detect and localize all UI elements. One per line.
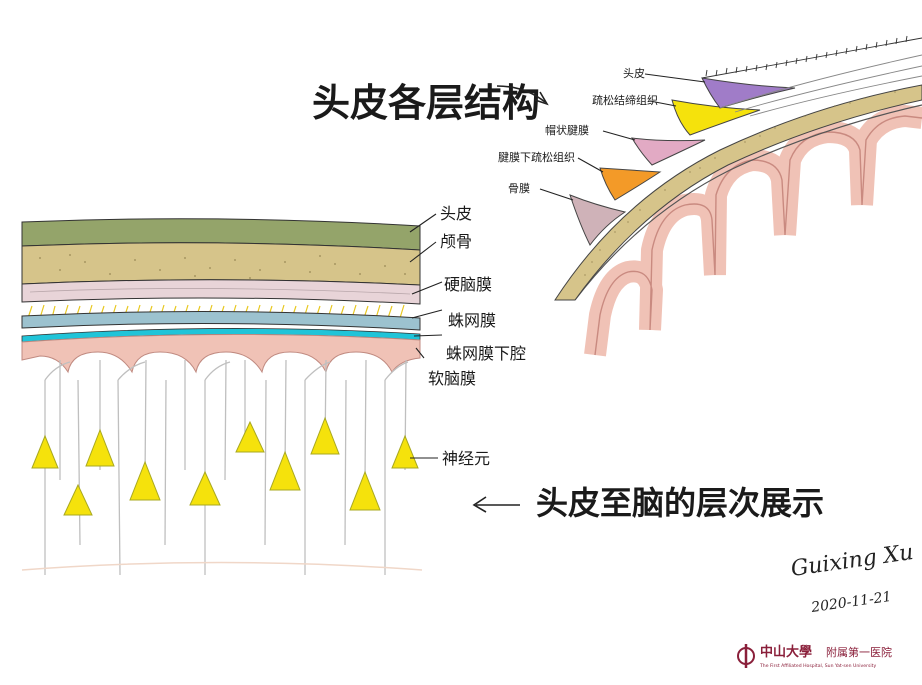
label-pia: 软脑膜 [428, 369, 476, 388]
scalp-leader-lines [539, 73, 706, 201]
skin-layer [701, 77, 796, 109]
neuron [310, 416, 340, 455]
sysu-emblem [737, 644, 755, 668]
bottom-boundary [21, 561, 423, 571]
dendrites [44, 359, 409, 576]
neuron [129, 460, 161, 501]
brain-layers-illustration [21, 218, 423, 576]
label-connective-tissue: 疏松结缔组织 [592, 93, 658, 107]
label-subarachnoid: 蛛网膜下腔 [446, 344, 526, 363]
left-caption: 头皮至脑的层次展示 [536, 484, 824, 522]
scalp-layers-title: 头皮各层结构 [312, 81, 540, 125]
label-dura: 硬脑膜 [444, 275, 492, 294]
neuron [349, 470, 381, 511]
pia-layer [21, 333, 421, 374]
neuron [63, 483, 93, 516]
caption-arrow [472, 496, 520, 513]
label-scalp: 头皮 [440, 204, 472, 223]
dura-inner-line [29, 288, 411, 295]
neuron [391, 434, 419, 469]
neuron [189, 470, 221, 506]
logo-cn-name: 中山大學 [760, 644, 812, 660]
dura-layer [21, 279, 421, 305]
skull-band [554, 84, 922, 301]
galea-layer [631, 137, 706, 166]
signature: Guixing Xu 2020-11-21 [789, 540, 915, 616]
skull-tan-layer [21, 242, 421, 286]
logo-hospital-name: 附属第一医院 [826, 645, 892, 659]
dura-line [574, 104, 922, 301]
neuron [235, 420, 265, 453]
label-neurons: 神经元 [442, 449, 490, 468]
label-periosteum: 骨膜 [508, 182, 530, 195]
scalp-outer-bands [719, 54, 922, 117]
connective-layer [671, 99, 761, 136]
arachnoid-layer [21, 310, 421, 331]
subaponeurotic-layer [599, 167, 662, 201]
periosteum-layer [569, 194, 627, 246]
skull-speckle [584, 91, 896, 276]
left-leader-lines [409, 213, 443, 459]
label-skull: 颅骨 [440, 232, 472, 251]
scalp-detail-illustration: 头皮 疏松结缔组织 帽状腱膜 腱膜下疏松组织 骨膜 [498, 35, 922, 357]
label-subaponeurotic: 腱膜下疏松组织 [498, 150, 575, 164]
title-arrow [496, 85, 549, 106]
signature-name: Guixing Xu [789, 540, 915, 582]
neurons [31, 416, 419, 516]
neuron [85, 428, 115, 467]
logo-en-name: The First Affiliated Hospital, Sun Yat-s… [759, 663, 876, 669]
skull-speckles-left [39, 254, 406, 279]
label-scalp-skin: 头皮 [623, 67, 645, 80]
hair-ticks [701, 35, 922, 79]
neuron [269, 450, 301, 491]
signature-date: 2020-11-21 [809, 589, 892, 616]
label-arachnoid: 蛛网膜 [448, 311, 496, 330]
label-galea: 帽状腱膜 [545, 123, 589, 137]
neuron [31, 434, 59, 469]
hospital-logo: 中山大學 附属第一医院 The First Affiliated Hospita… [737, 644, 892, 669]
